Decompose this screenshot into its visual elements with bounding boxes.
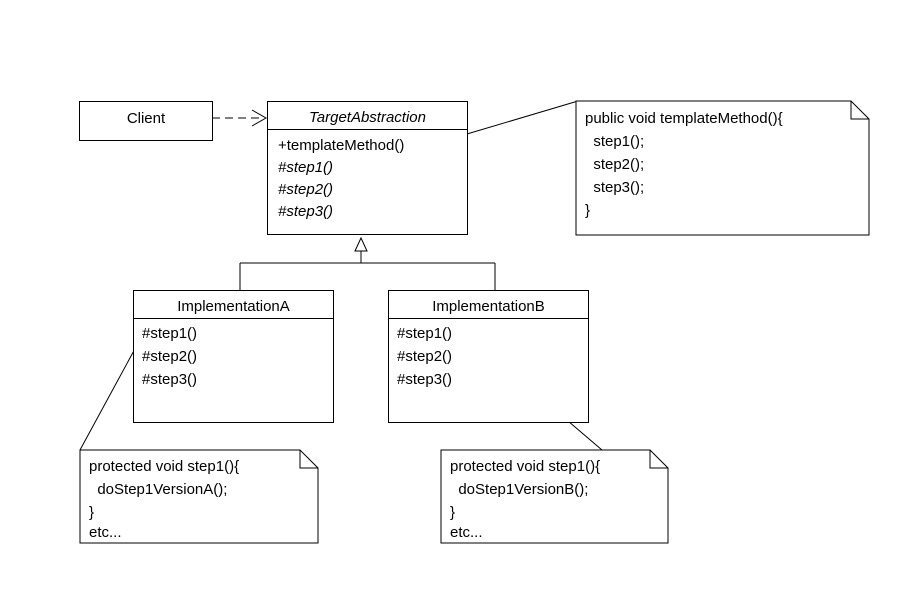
implementation-a-class: ImplementationA #step1() #step2() #step3… bbox=[133, 290, 334, 423]
note-line: step1(); bbox=[585, 133, 645, 150]
impl-a-note-link bbox=[79, 333, 144, 451]
note-line: doStep1VersionB(); bbox=[450, 481, 589, 498]
target-divider bbox=[268, 129, 467, 130]
note-line: } bbox=[450, 504, 456, 521]
note-line: protected void step1(){ bbox=[89, 458, 240, 475]
client-name: Client bbox=[126, 110, 166, 127]
target-method: +templateMethod() bbox=[278, 137, 405, 154]
impl-a-method: #step2() bbox=[142, 348, 198, 365]
step1-version-a-note: protected void step1(){ doStep1VersionA(… bbox=[80, 450, 318, 543]
note-a-fold bbox=[299, 450, 318, 469]
note-b-outline bbox=[440, 449, 669, 544]
note-line: public void templateMethod(){ bbox=[585, 110, 783, 127]
impl-b-method: #step2() bbox=[397, 348, 453, 365]
target-method: #step3() bbox=[278, 203, 334, 220]
note-line: step3(); bbox=[585, 179, 645, 196]
impl-a-method: #step3() bbox=[142, 371, 198, 388]
note-a-outline bbox=[79, 449, 319, 544]
impl-b-class-name: ImplementationB bbox=[432, 298, 545, 315]
impl-b-method: #step3() bbox=[397, 371, 453, 388]
note-line: etc... bbox=[450, 524, 483, 541]
template-note-outline bbox=[575, 100, 870, 236]
dependency-arrowhead bbox=[251, 109, 268, 127]
step1-version-b-note: protected void step1(){ doStep1VersionB(… bbox=[441, 450, 668, 543]
template-note-fold bbox=[850, 101, 869, 120]
inheritance-triangle bbox=[354, 236, 368, 252]
impl-a-divider bbox=[134, 318, 333, 319]
note-line: } bbox=[585, 202, 591, 219]
impl-b-divider bbox=[389, 318, 588, 319]
note-line: doStep1VersionA(); bbox=[89, 481, 228, 498]
target-method: #step1() bbox=[278, 159, 334, 176]
template-method-note: public void templateMethod(){ step1(); s… bbox=[576, 101, 869, 235]
target-method: #step2() bbox=[278, 181, 334, 198]
impl-a-method: #step1() bbox=[142, 325, 198, 342]
target-class-name: TargetAbstraction bbox=[308, 109, 426, 126]
impl-b-method: #step1() bbox=[397, 325, 453, 342]
note-b-fold bbox=[649, 450, 668, 469]
impl-a-class-name: ImplementationA bbox=[177, 298, 290, 315]
target-abstraction-class: TargetAbstraction +templateMethod() #ste… bbox=[267, 101, 468, 235]
note-line: etc... bbox=[89, 524, 122, 541]
note-line: } bbox=[89, 504, 95, 521]
note-line: protected void step1(){ bbox=[450, 458, 601, 475]
implementation-b-class: ImplementationB #step1() #step2() #step3… bbox=[388, 290, 589, 423]
client-class: Client bbox=[79, 101, 213, 141]
note-line: step2(); bbox=[585, 156, 645, 173]
